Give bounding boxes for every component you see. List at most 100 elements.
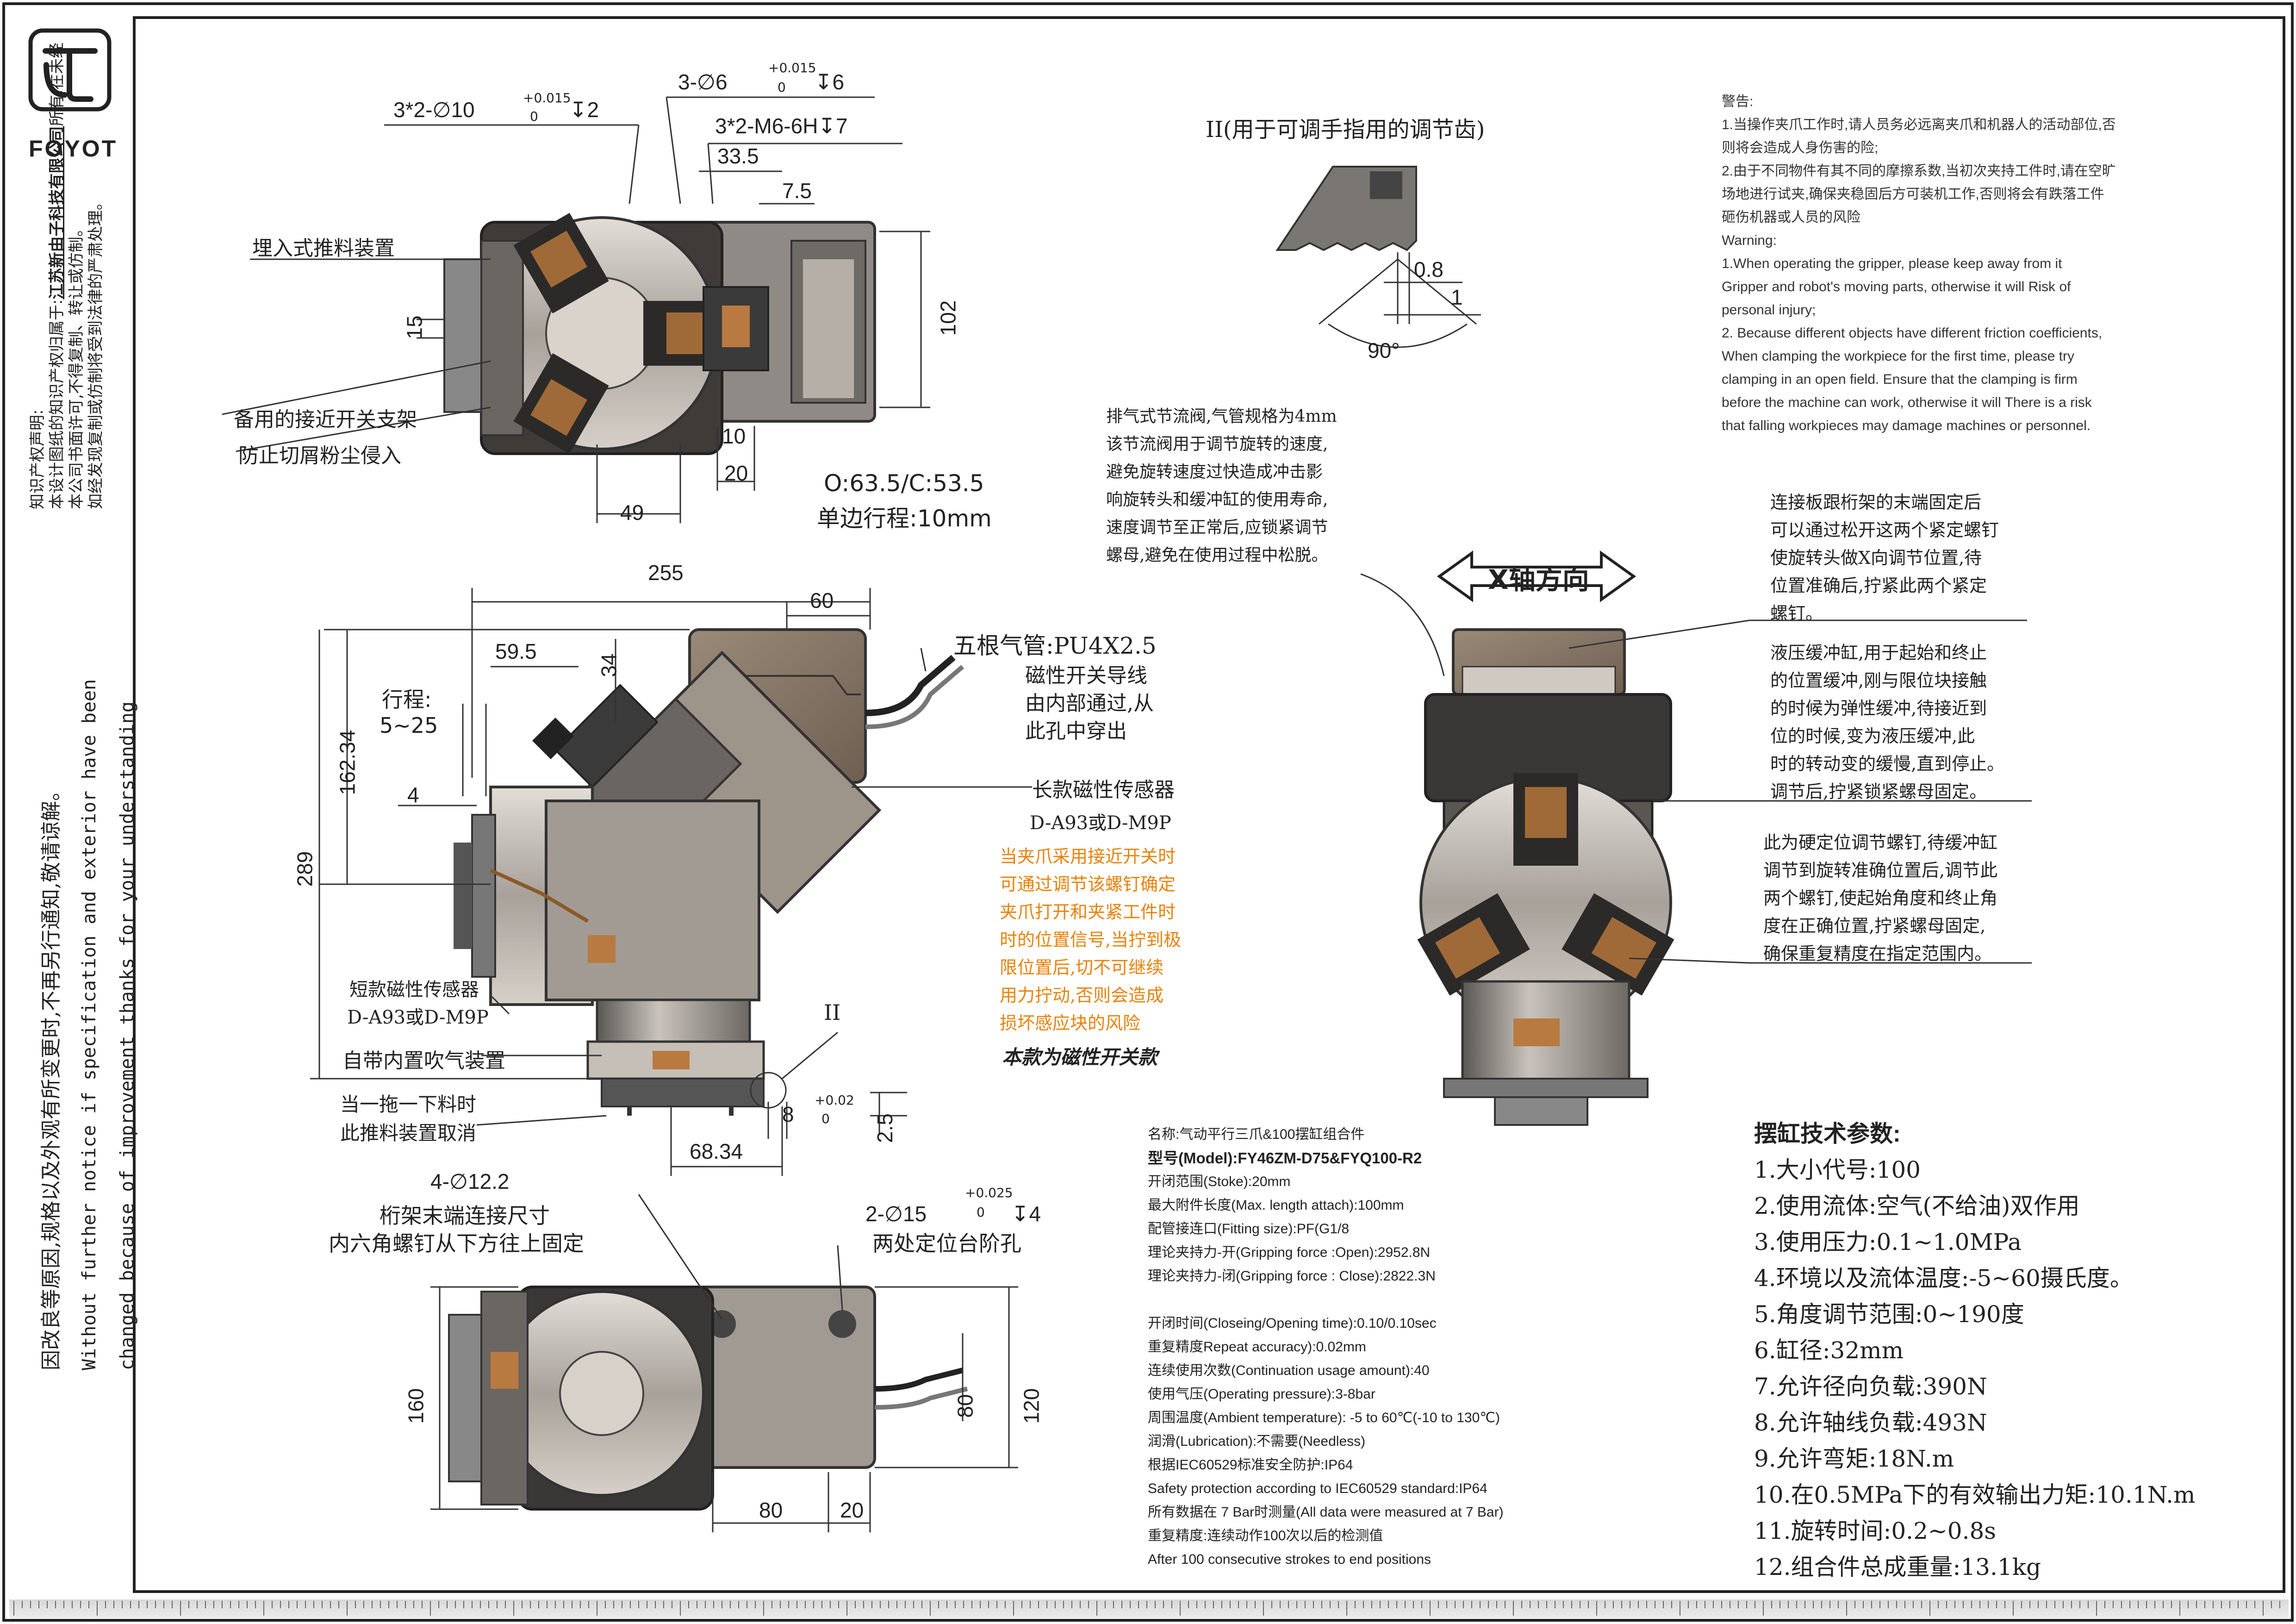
top-view-dimensions — [222, 96, 930, 523]
label-dust-protection: 防止切屑粉尘侵入 — [238, 444, 401, 468]
n1-line1: 连接板跟桁架的末端固定后 — [1770, 492, 1982, 512]
n2-line3: 的时候为弹性缓冲,待接近到 — [1770, 698, 1987, 718]
detail-angle-90: 90° — [1368, 338, 1400, 362]
warning-cn2b: 场地进行试夹,确保夹稳固后方可装机工作,否则将会有跌落工件 — [1722, 187, 2104, 202]
side-view-dimensions — [310, 588, 1032, 1176]
copyright-line3: 所有,在未经 — [48, 42, 66, 126]
dim-4: 4 — [407, 783, 419, 807]
orange-line1: 当夹爪采用接近开关时 — [1000, 846, 1176, 867]
right-view-drawing — [1417, 550, 1674, 1126]
spec-row: 开闭时间(Closeing/Opening time):0.10/0.10sec — [1148, 1316, 1437, 1331]
hex-screw-label: 内六角螺钉从下方往上固定 — [329, 1231, 584, 1256]
dim-hole2-depth: ↧6 — [815, 70, 845, 94]
cylinder-item: 6.缸径:32mm — [1754, 1337, 1904, 1364]
orange-line5: 限位置后,切不可继续 — [1000, 957, 1164, 978]
proximity-switch-note: 当夹爪采用接近开关时 可通过调节该螺钉确定 夹爪打开和夹紧工件时 时的位置信号,… — [1000, 843, 1181, 1037]
spec-row: 理论夹持力-闭(Gripping force : Close):2822.3N — [1148, 1268, 1436, 1284]
n3-line4: 度在正确位置,拧紧螺母固定, — [1763, 916, 1986, 936]
warning-en1b: Gripper and robot's moving parts, otherw… — [1722, 279, 2071, 294]
dim-pin-depth: ↧4 — [1011, 1202, 1041, 1226]
spec-row — [1148, 1288, 1504, 1312]
truss-connection-label: 桁架末端连接尺寸 — [380, 1203, 550, 1228]
spec-row: 根据IEC60529标准安全防护:IP64 — [1148, 1457, 1353, 1473]
dim-hole2: 3-∅6 — [678, 70, 728, 94]
dim-pin-tol-lower: 0 — [977, 1205, 985, 1220]
warning-title: 警告: — [1722, 94, 1754, 109]
warning-en2d: before the machine can work, otherwise i… — [1722, 395, 2092, 410]
dim-60: 60 — [810, 588, 834, 612]
spec-row: 重复精度Repeat accuracy):0.02mm — [1148, 1339, 1366, 1355]
exhaust-l5: 速度调节至正常后,应锁紧调节 — [1106, 518, 1328, 537]
exhaust-l4: 响旋转头和缓冲缸的使用寿命, — [1106, 490, 1328, 509]
inner-frame — [133, 16, 2285, 1593]
pusher-line1: 当一拖一下料时 — [340, 1093, 477, 1116]
dim-tol-upper: +0.02 — [815, 1093, 854, 1108]
copyright-line2: 本设计图纸的知识产权归属于:江苏新由子科技有限公司所有,在未经 — [47, 43, 67, 509]
dim-hole1-tol-upper: +0.015 — [523, 90, 571, 106]
dim-80-vertical: 80 — [953, 1394, 977, 1418]
cylinder-item: 4.环境以及流体温度:-5~60摄氏度。 — [1754, 1265, 2133, 1292]
warning-cn1: 1.当操作夹爪工作时,请人员务必远离夹爪和机器人的活动部位,否 — [1722, 117, 2116, 132]
n2-line5: 时的转动变的缓慢,直到停止。 — [1770, 754, 2005, 774]
exhaust-l2: 该节流阀用于调节旋转的速度, — [1106, 435, 1328, 454]
ruler-ticks — [13, 1601, 2280, 1616]
hydraulic-buffer-note: 液压缓冲缸,用于起始和终止 的位置缓冲,刚与限位块接触 的时候为弹性缓冲,待接近… — [1770, 639, 2004, 806]
magnetic-model-label: 本款为磁性开关款 — [1002, 1046, 1158, 1068]
label-spare-switch-bracket: 备用的接近开关支架 — [234, 408, 417, 431]
dim-10: 10 — [722, 424, 746, 448]
side-notice-en1: Without further notice if specification … — [79, 679, 100, 1370]
wire-line2: 由内部通过,从 — [1025, 692, 1154, 715]
top-view-drawing — [443, 212, 876, 455]
warning-cn1b: 则将会造成人身伤害的险; — [1722, 140, 1879, 156]
dim-59-5: 59.5 — [495, 639, 537, 663]
exhaust-l6: 螺母,避免在使用过程中松脱。 — [1106, 546, 1328, 565]
side-notice-cn: 因改良等原因,规格以及外观有所变更时,不再另行通知,敬请谅解。 — [39, 781, 63, 1370]
copyright-line5: 如经发现复制或仿制将受到法律的严肃处理。 — [87, 194, 105, 509]
cylinder-item: 12.组合件总成重量:13.1kg — [1754, 1554, 2041, 1580]
dim-289: 289 — [292, 851, 317, 887]
detail-dim-1: 1 — [1451, 285, 1463, 309]
n2-line1: 液压缓冲缸,用于起始和终止 — [1770, 643, 1987, 663]
dim-hole1: 3*2-∅10 — [393, 98, 475, 122]
spec-table: 名称:气动平行三爪&100摆缸组合件 型号(Model):FY46ZM-D75&… — [1148, 1123, 1504, 1571]
cylinder-item: 2.使用流体:空气(不给油)双作用 — [1754, 1193, 2080, 1219]
long-sensor-label: 长款磁性传感器 — [1032, 778, 1175, 802]
orange-line4: 时的位置信号,当拧到极 — [1000, 930, 1182, 950]
n3-line5: 确保重复精度在指定范围内。 — [1763, 943, 1992, 964]
warning-en1c: personal injury; — [1722, 302, 1816, 318]
spec-row: 所有数据在 7 Bar时测量(All data were measured at… — [1148, 1505, 1504, 1520]
spec-row: 润滑(Lubrication):不需要(Needless) — [1148, 1434, 1366, 1449]
bottom-view-dimensions — [430, 1194, 1018, 1532]
warning-block: 警告: 1.当操作夹爪工作时,请人员务必远离夹爪和机器人的活动部位,否 则将会造… — [1722, 90, 2116, 437]
dim-hole1-tol-lower: 0 — [530, 109, 538, 124]
bottom-view-drawing — [448, 1286, 968, 1511]
cylinder-item: 10.在0.5MPa下的有效输出力矩:10.1N.m — [1754, 1481, 2196, 1508]
cylinder-params: 摆缸技术参数: 1.大小代号:100 2.使用流体:空气(不给油)双作用 3.使… — [1754, 1116, 2195, 1585]
spec-row: 重复精度:连续动作100次以后的检测值 — [1148, 1528, 1383, 1543]
orange-line7: 损坏感应块的风险 — [1000, 1013, 1141, 1033]
cylinder-title: 摆缸技术参数: — [1754, 1121, 1901, 1147]
copyright-block: 知识产权声明: 本设计图纸的知识产权归属于:江苏新由子科技有限公司所有,在未经 … — [28, 43, 106, 509]
cylinder-item: 3.使用压力:0.1~1.0MPa — [1754, 1229, 2022, 1255]
dim-102: 102 — [936, 300, 960, 336]
dim-68-34: 68.34 — [690, 1139, 743, 1163]
dim-20-top: 20 — [724, 461, 748, 485]
warning-en1: 1.When operating the gripper, please kee… — [1722, 256, 2062, 271]
n1-line4: 位置准确后,拧紧此两个紧定 — [1770, 575, 1987, 596]
n1-line5: 螺钉。 — [1770, 603, 1823, 624]
dim-49: 49 — [620, 500, 644, 525]
warning-cn2c: 砸伤机器或人员的风险 — [1722, 210, 1860, 225]
exhaust-l1: 排气式节流阀,气管规格为4mm — [1106, 407, 1337, 426]
spec-name: 名称:气动平行三爪&100摆缸组合件 — [1148, 1127, 1365, 1142]
spec-row: 最大附件长度(Max. length attach):100mm — [1148, 1198, 1404, 1213]
spec-row: Safety protection according to IEC60529 … — [1148, 1481, 1487, 1496]
warning-en2b: When clamping the workpiece for the firs… — [1722, 349, 2074, 364]
cylinder-item: 5.角度调节范围:0~190度 — [1754, 1301, 2024, 1328]
dim-holes-12-2: 4-∅12.2 — [430, 1169, 510, 1193]
short-sensor-label: 短款磁性传感器 — [349, 979, 479, 1000]
cylinder-item: 11.旋转时间:0.2~0.8s — [1754, 1518, 1996, 1544]
exhaust-l3: 避免旋转速度过快造成冲击影 — [1106, 462, 1323, 481]
stroke-single: 单边行程:10mm — [817, 505, 992, 532]
orange-line6: 用力拧动,否则会造成 — [1000, 985, 1164, 1006]
